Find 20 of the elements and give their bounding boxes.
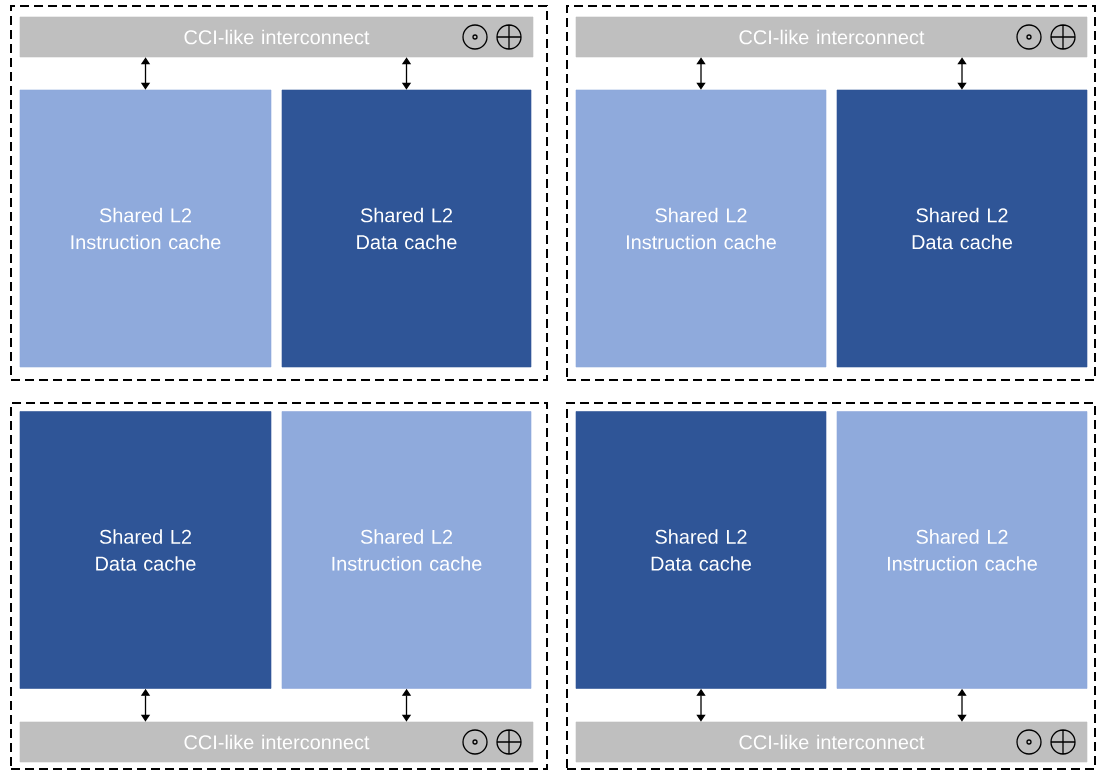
arrow [140, 57, 151, 90]
arrow [401, 57, 412, 90]
arrow [957, 57, 967, 90]
cache-box: Shared L2 Instruction cache [19, 89, 272, 368]
dashed-group-box [566, 402, 1096, 770]
dashed-group-box [566, 5, 1096, 381]
interconnect-bar: CCI-like interconnect [19, 721, 534, 763]
cache-box: Shared L2 Data cache [19, 411, 272, 689]
interconnect-bar: CCI-like interconnect [575, 16, 1088, 58]
arrow [696, 57, 706, 90]
dashed-group-box [10, 402, 548, 770]
cache-box: Shared L2 Instruction cache [575, 89, 827, 368]
dashed-group-box [10, 5, 548, 381]
cache-box: Shared L2 Instruction cache [836, 411, 1088, 689]
cache-box: Shared L2 Data cache [575, 411, 827, 689]
cache-box: Shared L2 Instruction cache [281, 411, 532, 689]
cache-box: Shared L2 Data cache [281, 89, 532, 368]
interconnect-bar: CCI-like interconnect [575, 721, 1088, 763]
cache-box: Shared L2 Data cache [836, 89, 1088, 368]
interconnect-bar: CCI-like interconnect [19, 16, 534, 58]
